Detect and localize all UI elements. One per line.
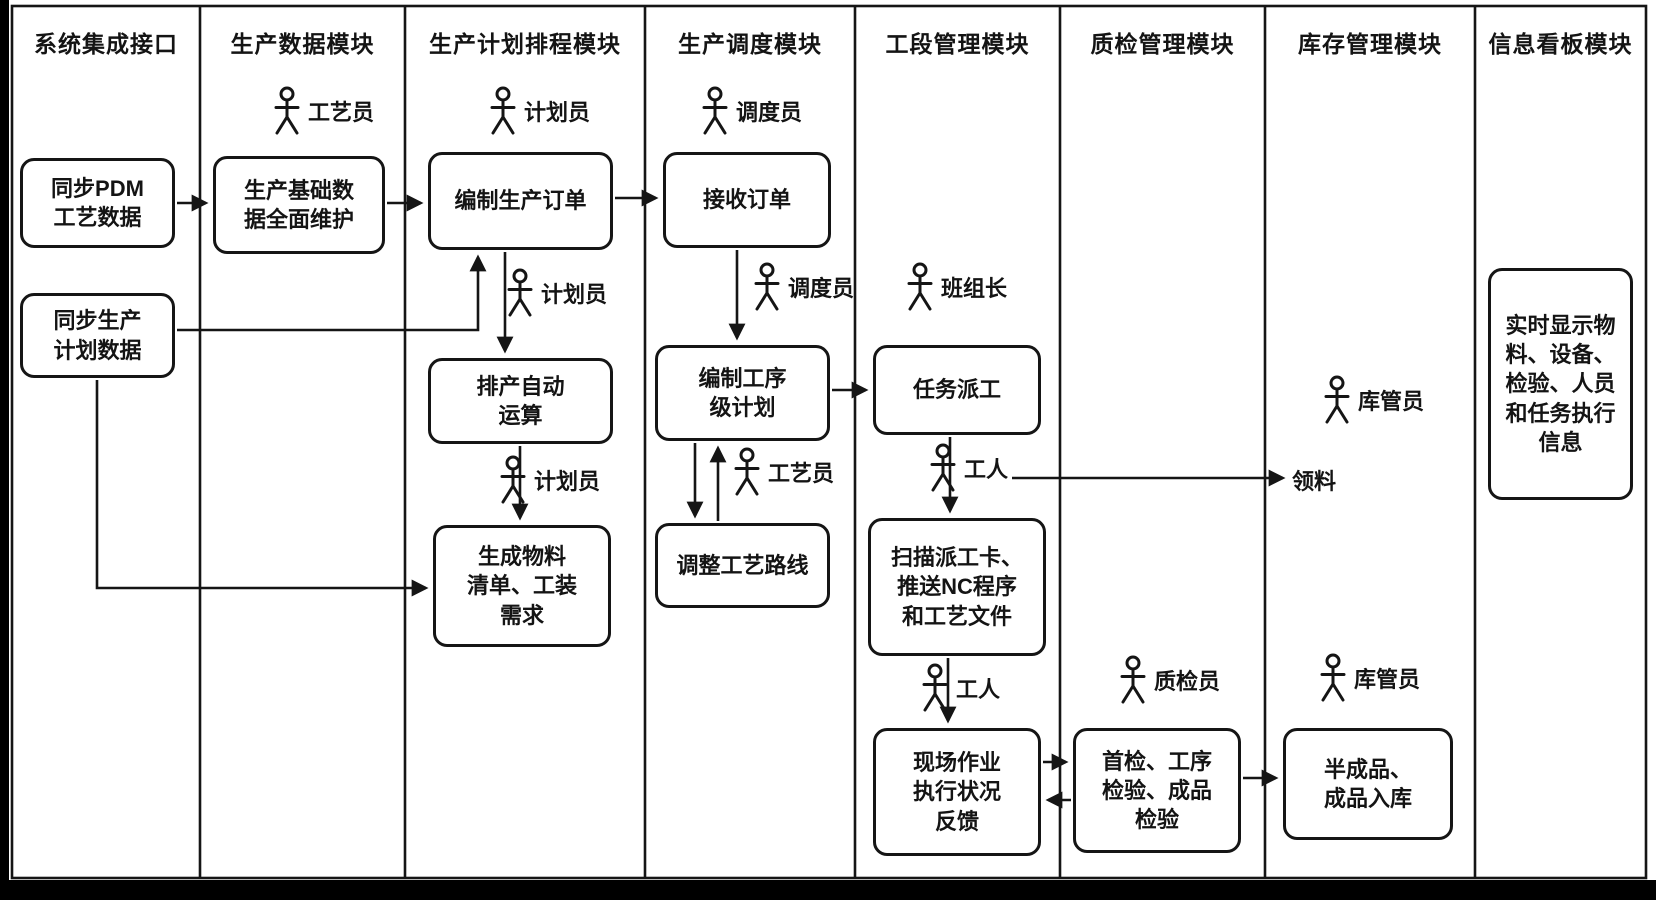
actor-label: 调度员 bbox=[788, 276, 855, 301]
person-icon bbox=[488, 86, 518, 136]
actor-label: 工艺员 bbox=[768, 461, 835, 486]
actor-dispatcher-top: 调度员 bbox=[700, 86, 802, 136]
box-inspection: 首检、工序 检验、成品 检验 bbox=[1073, 728, 1241, 853]
actor-label: 班组长 bbox=[941, 276, 1008, 301]
actor-dispatcher-mid: 调度员 bbox=[752, 262, 854, 312]
person-icon bbox=[752, 262, 782, 312]
actor-label: 计划员 bbox=[541, 282, 608, 307]
person-icon bbox=[928, 443, 958, 493]
actor-planner-top: 计划员 bbox=[488, 86, 590, 136]
actor-label: 库管员 bbox=[1358, 389, 1425, 414]
actor-label: 调度员 bbox=[736, 100, 803, 125]
person-icon bbox=[1118, 655, 1148, 705]
actor-label: 工艺员 bbox=[308, 100, 375, 125]
box-receive-order: 接收订单 bbox=[663, 152, 831, 248]
box-auto-schedule: 排产自动 运算 bbox=[428, 358, 613, 444]
actor-craft-engineer-top: 工艺员 bbox=[272, 86, 374, 136]
actor-storekeeper-low: 库管员 bbox=[1318, 653, 1420, 703]
person-icon bbox=[505, 268, 535, 318]
box-scan-card: 扫描派工卡、 推送NC程序 和工艺文件 bbox=[868, 518, 1046, 656]
box-warehouse-in: 半成品、 成品入库 bbox=[1283, 728, 1453, 840]
person-icon bbox=[732, 447, 762, 497]
label-material-pick: 领料 bbox=[1292, 469, 1337, 494]
box-site-feedback: 现场作业 执行状况 反馈 bbox=[873, 728, 1041, 856]
box-create-order: 编制生产订单 bbox=[428, 152, 613, 250]
scan-edge-bottom bbox=[0, 880, 1656, 900]
actor-label: 工人 bbox=[956, 677, 1001, 702]
actor-label: 计划员 bbox=[524, 100, 591, 125]
actor-storekeeper-top: 库管员 bbox=[1322, 375, 1424, 425]
lane-dividers bbox=[10, 4, 1648, 880]
lane-title-prod-data: 生产数据模块 bbox=[230, 31, 375, 57]
scan-edge-left bbox=[0, 0, 9, 880]
lane-title-inventory: 库存管理模块 bbox=[1298, 31, 1442, 57]
actor-planner-mid: 计划员 bbox=[505, 268, 607, 318]
person-icon bbox=[920, 663, 950, 713]
actor-worker-2: 工人 bbox=[920, 663, 1000, 713]
person-icon bbox=[905, 262, 935, 312]
box-adjust-route: 调整工艺路线 bbox=[655, 523, 830, 608]
box-sync-plan: 同步生产 计划数据 bbox=[20, 293, 175, 378]
person-icon bbox=[700, 86, 730, 136]
lane-title-dispatch: 生产调度模块 bbox=[678, 31, 822, 57]
actor-worker-1: 工人 bbox=[928, 443, 1008, 493]
box-gen-bom: 生成物料 清单、工装 需求 bbox=[433, 525, 611, 647]
person-icon bbox=[498, 455, 528, 505]
box-base-data: 生产基础数 据全面维护 bbox=[213, 156, 385, 254]
person-icon bbox=[272, 86, 302, 136]
actor-label: 工人 bbox=[964, 457, 1009, 482]
actor-label: 计划员 bbox=[534, 469, 601, 494]
flow-arrows bbox=[95, 189, 1286, 809]
box-task-dispatch: 任务派工 bbox=[873, 345, 1041, 435]
box-process-plan: 编制工序 级计划 bbox=[655, 345, 830, 441]
actor-team-leader: 班组长 bbox=[905, 262, 1007, 312]
box-sync-pdm: 同步PDM 工艺数据 bbox=[20, 158, 175, 248]
lane-title-quality: 质检管理模块 bbox=[1090, 31, 1235, 57]
actor-quality-inspector: 质检员 bbox=[1118, 655, 1220, 705]
actor-craft-engineer-mid: 工艺员 bbox=[732, 447, 834, 497]
lane-title-worksection: 工段管理模块 bbox=[885, 31, 1030, 57]
person-icon bbox=[1322, 375, 1352, 425]
person-icon bbox=[1318, 653, 1348, 703]
lane-title-infoboard: 信息看板模块 bbox=[1488, 31, 1633, 57]
lane-title-planning: 生产计划排程模块 bbox=[429, 31, 621, 57]
box-info-board: 实时显示物 料、设备、 检验、人员 和任务执行 信息 bbox=[1488, 268, 1633, 500]
lane-title-integration: 系统集成接口 bbox=[34, 31, 178, 57]
actor-label: 质检员 bbox=[1154, 669, 1221, 694]
actor-planner-low: 计划员 bbox=[498, 455, 600, 505]
actor-label: 库管员 bbox=[1354, 667, 1421, 692]
